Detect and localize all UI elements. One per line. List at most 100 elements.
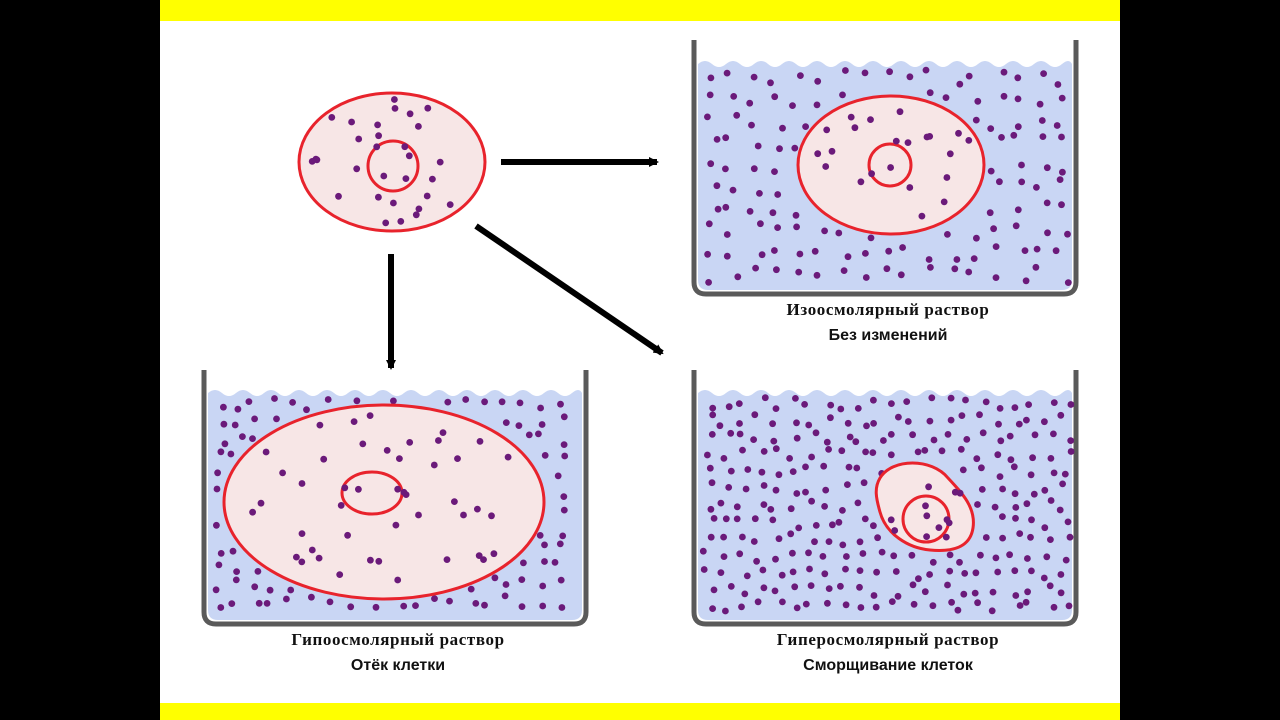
particle-dot <box>213 485 221 493</box>
particle-dot <box>1015 420 1023 428</box>
particle-dot <box>1046 582 1054 590</box>
particle-dot <box>1012 504 1020 511</box>
particle-dot <box>733 515 741 523</box>
particle-dot <box>353 165 361 173</box>
particle-dot <box>786 455 793 462</box>
particle-dot <box>525 431 533 439</box>
particle-dot <box>298 530 306 537</box>
particle-dot <box>812 522 820 529</box>
particle-dot <box>789 102 796 109</box>
particle-dot <box>812 429 820 437</box>
particle-dot <box>707 74 715 82</box>
particle-dot <box>709 605 716 612</box>
particle-dot <box>806 565 813 573</box>
particle-dot <box>894 592 902 600</box>
particle-dot <box>723 231 731 238</box>
particle-dot <box>444 398 452 406</box>
beaker-hyperosmolar <box>691 370 1079 627</box>
particle-dot <box>739 533 746 541</box>
particle-dot <box>887 431 895 438</box>
particle-dot <box>753 557 760 565</box>
particle-dot <box>1006 432 1014 440</box>
particle-dot <box>978 464 985 472</box>
particle-dot <box>717 569 725 576</box>
particle-dot <box>878 548 886 556</box>
particle-dot <box>821 503 828 510</box>
particle-dot <box>704 113 711 121</box>
particle-dot <box>828 147 836 155</box>
particle-dot <box>796 250 804 258</box>
particle-dot <box>775 471 783 479</box>
particle-dot <box>880 437 887 444</box>
particle-dot <box>716 422 724 430</box>
particle-dot <box>557 400 564 408</box>
particle-dot <box>554 472 562 480</box>
caption-hypoosmolar: Гипоосмолярный раствор Отёк клетки <box>198 627 598 679</box>
particle-dot <box>279 469 286 477</box>
particle-dot <box>771 587 779 595</box>
particle-dot <box>1047 455 1055 462</box>
particle-dot <box>1011 404 1019 411</box>
particle-dot <box>769 516 777 524</box>
particle-dot <box>811 538 818 546</box>
cell-particles <box>249 412 512 584</box>
particle-dot <box>537 404 544 412</box>
particle-dot <box>974 501 981 508</box>
particle-dot <box>929 602 937 610</box>
particle-dot <box>1010 131 1018 139</box>
particle-dot <box>729 186 737 194</box>
particle-dot <box>857 604 865 611</box>
particle-dot <box>960 590 968 598</box>
particle-dot <box>856 538 864 546</box>
particle-dot <box>842 565 849 573</box>
particle-dot <box>973 455 981 463</box>
particle-dot <box>839 541 847 549</box>
particle-dot <box>982 534 990 541</box>
particle-dot <box>733 111 741 119</box>
particle-dot <box>1016 602 1024 609</box>
particle-dot <box>873 568 880 576</box>
particle-dot <box>735 400 743 407</box>
particle-dot <box>991 503 999 511</box>
particle-dot <box>842 67 849 74</box>
particle-dot <box>1041 418 1048 426</box>
particle-dot <box>249 508 256 516</box>
particle-dot <box>846 433 854 441</box>
particle-dot <box>915 575 922 583</box>
particle-dot <box>474 505 481 513</box>
particle-dot <box>392 521 400 529</box>
particle-dot <box>560 413 568 421</box>
particle-dot <box>336 571 344 578</box>
particle-dot <box>518 603 526 610</box>
particle-dot <box>720 533 727 541</box>
particle-dot <box>926 417 934 425</box>
particle-dot <box>541 452 549 459</box>
particle-dot <box>965 72 973 80</box>
particle-dot <box>1018 178 1026 186</box>
osmosis-diagram <box>201 40 1079 627</box>
particle-dot <box>918 212 926 220</box>
cell-particles <box>887 483 964 541</box>
particle-dot <box>383 447 391 454</box>
label-hypoosmolar-result: Отёк клетки <box>350 657 446 674</box>
particle-dot <box>904 139 912 147</box>
particle-dot <box>976 411 983 419</box>
cell-hyperosmolar <box>874 461 975 552</box>
particle-dot <box>1062 556 1070 564</box>
particle-dot <box>1067 401 1075 408</box>
particle-dot <box>1058 94 1066 102</box>
particle-dot <box>987 167 995 175</box>
particle-dot <box>518 576 526 583</box>
particle-dot <box>738 603 745 611</box>
particle-dot <box>713 182 721 190</box>
particle-dot <box>996 405 1004 412</box>
particle-dot <box>999 513 1006 520</box>
particle-dot <box>1065 602 1073 610</box>
particle-dot <box>861 69 869 77</box>
particle-dot <box>972 116 980 124</box>
particle-dot <box>472 600 480 607</box>
particle-dot <box>217 604 225 611</box>
particle-dot <box>504 453 512 461</box>
particle-dot <box>557 576 565 584</box>
particle-dot <box>999 534 1006 542</box>
